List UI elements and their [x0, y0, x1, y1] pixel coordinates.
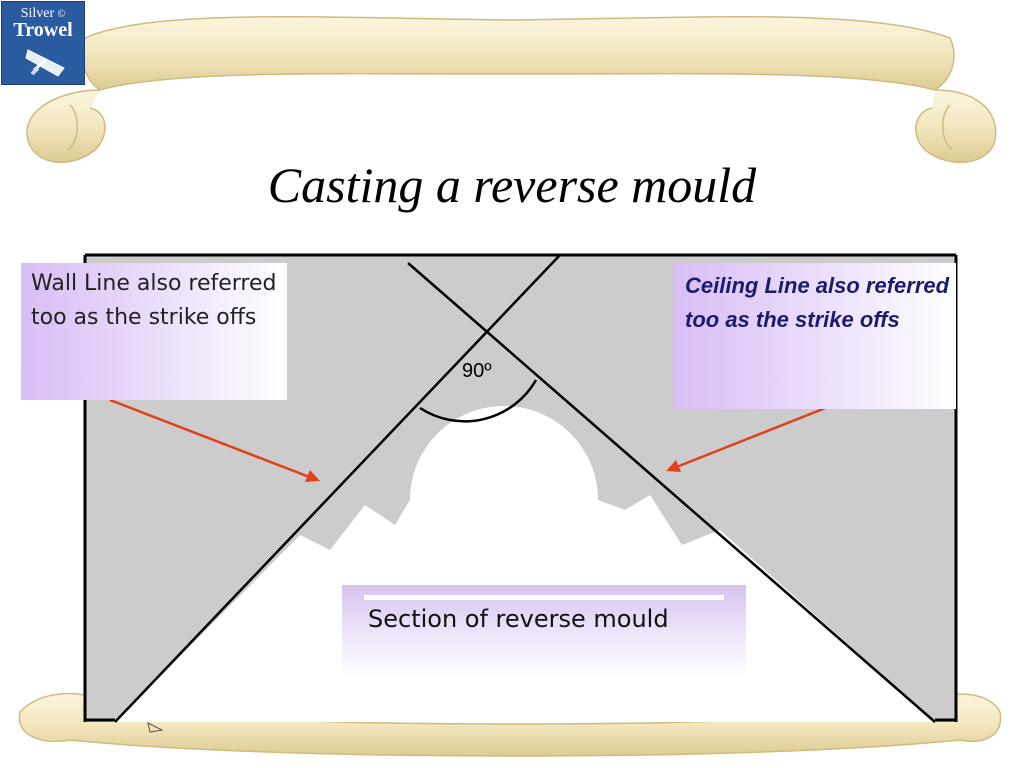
small-mark — [147, 722, 164, 733]
top-scroll-decoration — [26, 16, 997, 164]
wall-line-arrow — [109, 398, 320, 482]
section-caption: Section of reverse mould — [368, 605, 669, 633]
logo-line1: Silver — [20, 6, 55, 21]
section-caption-box: Section of reverse mould — [342, 585, 746, 677]
right-angle-arc — [419, 379, 538, 423]
angle-label: 90º — [462, 360, 492, 382]
silver-trowel-logo: Silver © Trowel — [1, 1, 85, 85]
ceiling-line-arrow — [666, 399, 844, 472]
wall-strike-line — [114, 254, 561, 723]
trowel-icon — [25, 49, 65, 77]
slide-title: Casting a reverse mould — [267, 157, 757, 213]
ceiling-strike-line — [407, 262, 936, 723]
logo-copyright: © — [57, 9, 66, 20]
ceiling-line-callout: Ceiling Line also referred too as the st… — [673, 263, 956, 409]
wall-line-callout: Wall Line also referred too as the strik… — [21, 263, 287, 400]
logo-line2: Trowel — [13, 19, 73, 41]
caption-divider — [364, 595, 724, 600]
